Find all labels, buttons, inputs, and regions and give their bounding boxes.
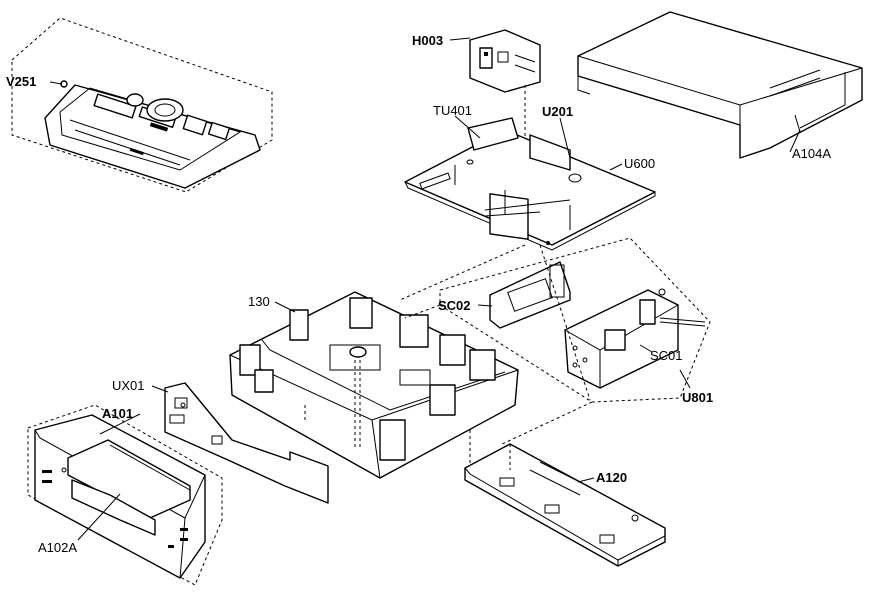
label-v251: V251 <box>6 74 36 89</box>
front-panel <box>27 404 223 586</box>
bottom-plate <box>464 443 666 567</box>
label-u600: U600 <box>624 156 655 171</box>
chassis <box>229 291 519 479</box>
label-a120: A120 <box>596 470 627 485</box>
label-a104a: A104A <box>792 146 831 161</box>
label-sc02: SC02 <box>438 298 471 313</box>
h003-board <box>469 29 541 240</box>
label-u801: U801 <box>682 390 713 405</box>
label-130: 130 <box>248 294 270 309</box>
power-supply-assembly <box>439 237 711 403</box>
tape-mechanism <box>11 17 273 193</box>
connection-lines <box>399 244 593 446</box>
label-h003: H003 <box>412 33 443 48</box>
label-sc01: SC01 <box>650 348 683 363</box>
ux01-board <box>164 382 329 504</box>
leader-lines <box>49 37 801 541</box>
label-ux01: UX01 <box>112 378 145 393</box>
label-tu401: TU401 <box>433 103 472 118</box>
label-a101: A101 <box>102 406 133 421</box>
top-cover <box>577 11 863 159</box>
main-board <box>404 117 656 251</box>
label-a102a: A102A <box>38 540 77 555</box>
label-u201: U201 <box>542 104 573 119</box>
part-labels: V251 H003 TU401 U201 U600 A104A 130 SC02… <box>6 33 831 555</box>
